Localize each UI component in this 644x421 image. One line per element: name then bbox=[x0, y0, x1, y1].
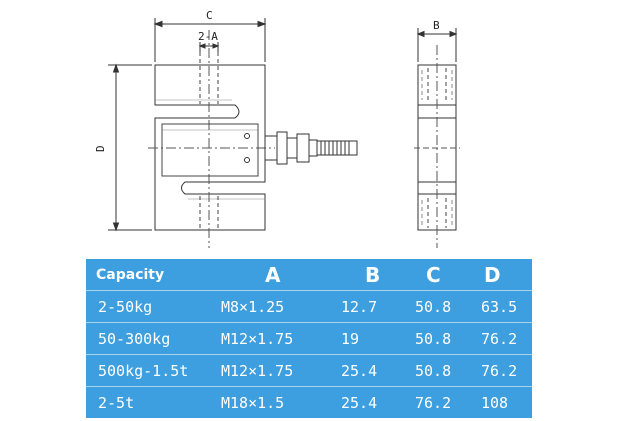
cell-b: 25.4 bbox=[341, 393, 378, 412]
cell-a: M8×1.25 bbox=[221, 290, 341, 323]
cell-capacity: 2-50kg bbox=[86, 290, 221, 323]
cell-b: 12.7 bbox=[341, 290, 415, 323]
sensor-window bbox=[161, 123, 259, 177]
label-c: C bbox=[206, 9, 213, 22]
header-c: C bbox=[415, 259, 481, 291]
cell-d: 63.5 bbox=[481, 290, 532, 323]
cell-b: 19 bbox=[341, 322, 415, 355]
screw-icon bbox=[244, 157, 250, 163]
cell-c: 50.8 bbox=[415, 354, 481, 387]
dimension-c bbox=[153, 18, 267, 62]
cable bbox=[316, 140, 358, 156]
table-row: 500kg-1.5t M12×1.75 25.4 50.8 76.2 bbox=[86, 354, 532, 387]
table-row: 2-50kg M8×1.25 12.7 50.8 63.5 bbox=[86, 290, 532, 323]
dimension-2a bbox=[198, 42, 220, 52]
cell-capacity: 500kg-1.5t bbox=[86, 354, 221, 387]
cell-a: M12×1.75 bbox=[221, 354, 341, 387]
cell-a: M12×1.75 bbox=[221, 322, 341, 355]
cell-capacity: 2-5t bbox=[98, 393, 135, 412]
cell-a: M18×1.5 bbox=[221, 393, 285, 412]
specification-table: Capacity A B C D 2-50kg M8×1.25 12.7 50.… bbox=[86, 259, 532, 418]
cell-b: 25.4 bbox=[341, 354, 415, 387]
header-capacity: Capacity bbox=[86, 259, 221, 291]
table-header-row: Capacity A B C D bbox=[86, 259, 532, 291]
header-d: D bbox=[481, 259, 532, 291]
cable-connector bbox=[264, 131, 318, 165]
cell-c: 50.8 bbox=[415, 322, 481, 355]
cell-capacity: 50-300kg bbox=[86, 322, 221, 355]
header-a: A bbox=[221, 259, 341, 291]
cell-c: 76.2 bbox=[415, 393, 452, 412]
dimension-d bbox=[108, 63, 152, 232]
cell-d: 76.2 bbox=[481, 322, 532, 355]
threaded-hole-lines bbox=[199, 52, 219, 230]
label-2a: 2-A bbox=[198, 30, 218, 43]
label-b: B bbox=[433, 19, 440, 32]
cell-c: 50.8 bbox=[415, 290, 481, 323]
screw-icon bbox=[244, 133, 250, 139]
table-row: 2-5t M18×1.5 25.4 76.2 108 bbox=[86, 387, 532, 419]
cell-d: 108 bbox=[481, 393, 509, 412]
load-cell-technical-drawing: C 2-A D B bbox=[94, 9, 460, 248]
header-b: B bbox=[341, 259, 415, 291]
s-beam-outline bbox=[154, 64, 266, 231]
table-row: 50-300kg M12×1.75 19 50.8 76.2 bbox=[86, 322, 532, 355]
label-d: D bbox=[94, 145, 107, 152]
dimension-b bbox=[416, 28, 458, 62]
cell-d: 76.2 bbox=[481, 354, 532, 387]
